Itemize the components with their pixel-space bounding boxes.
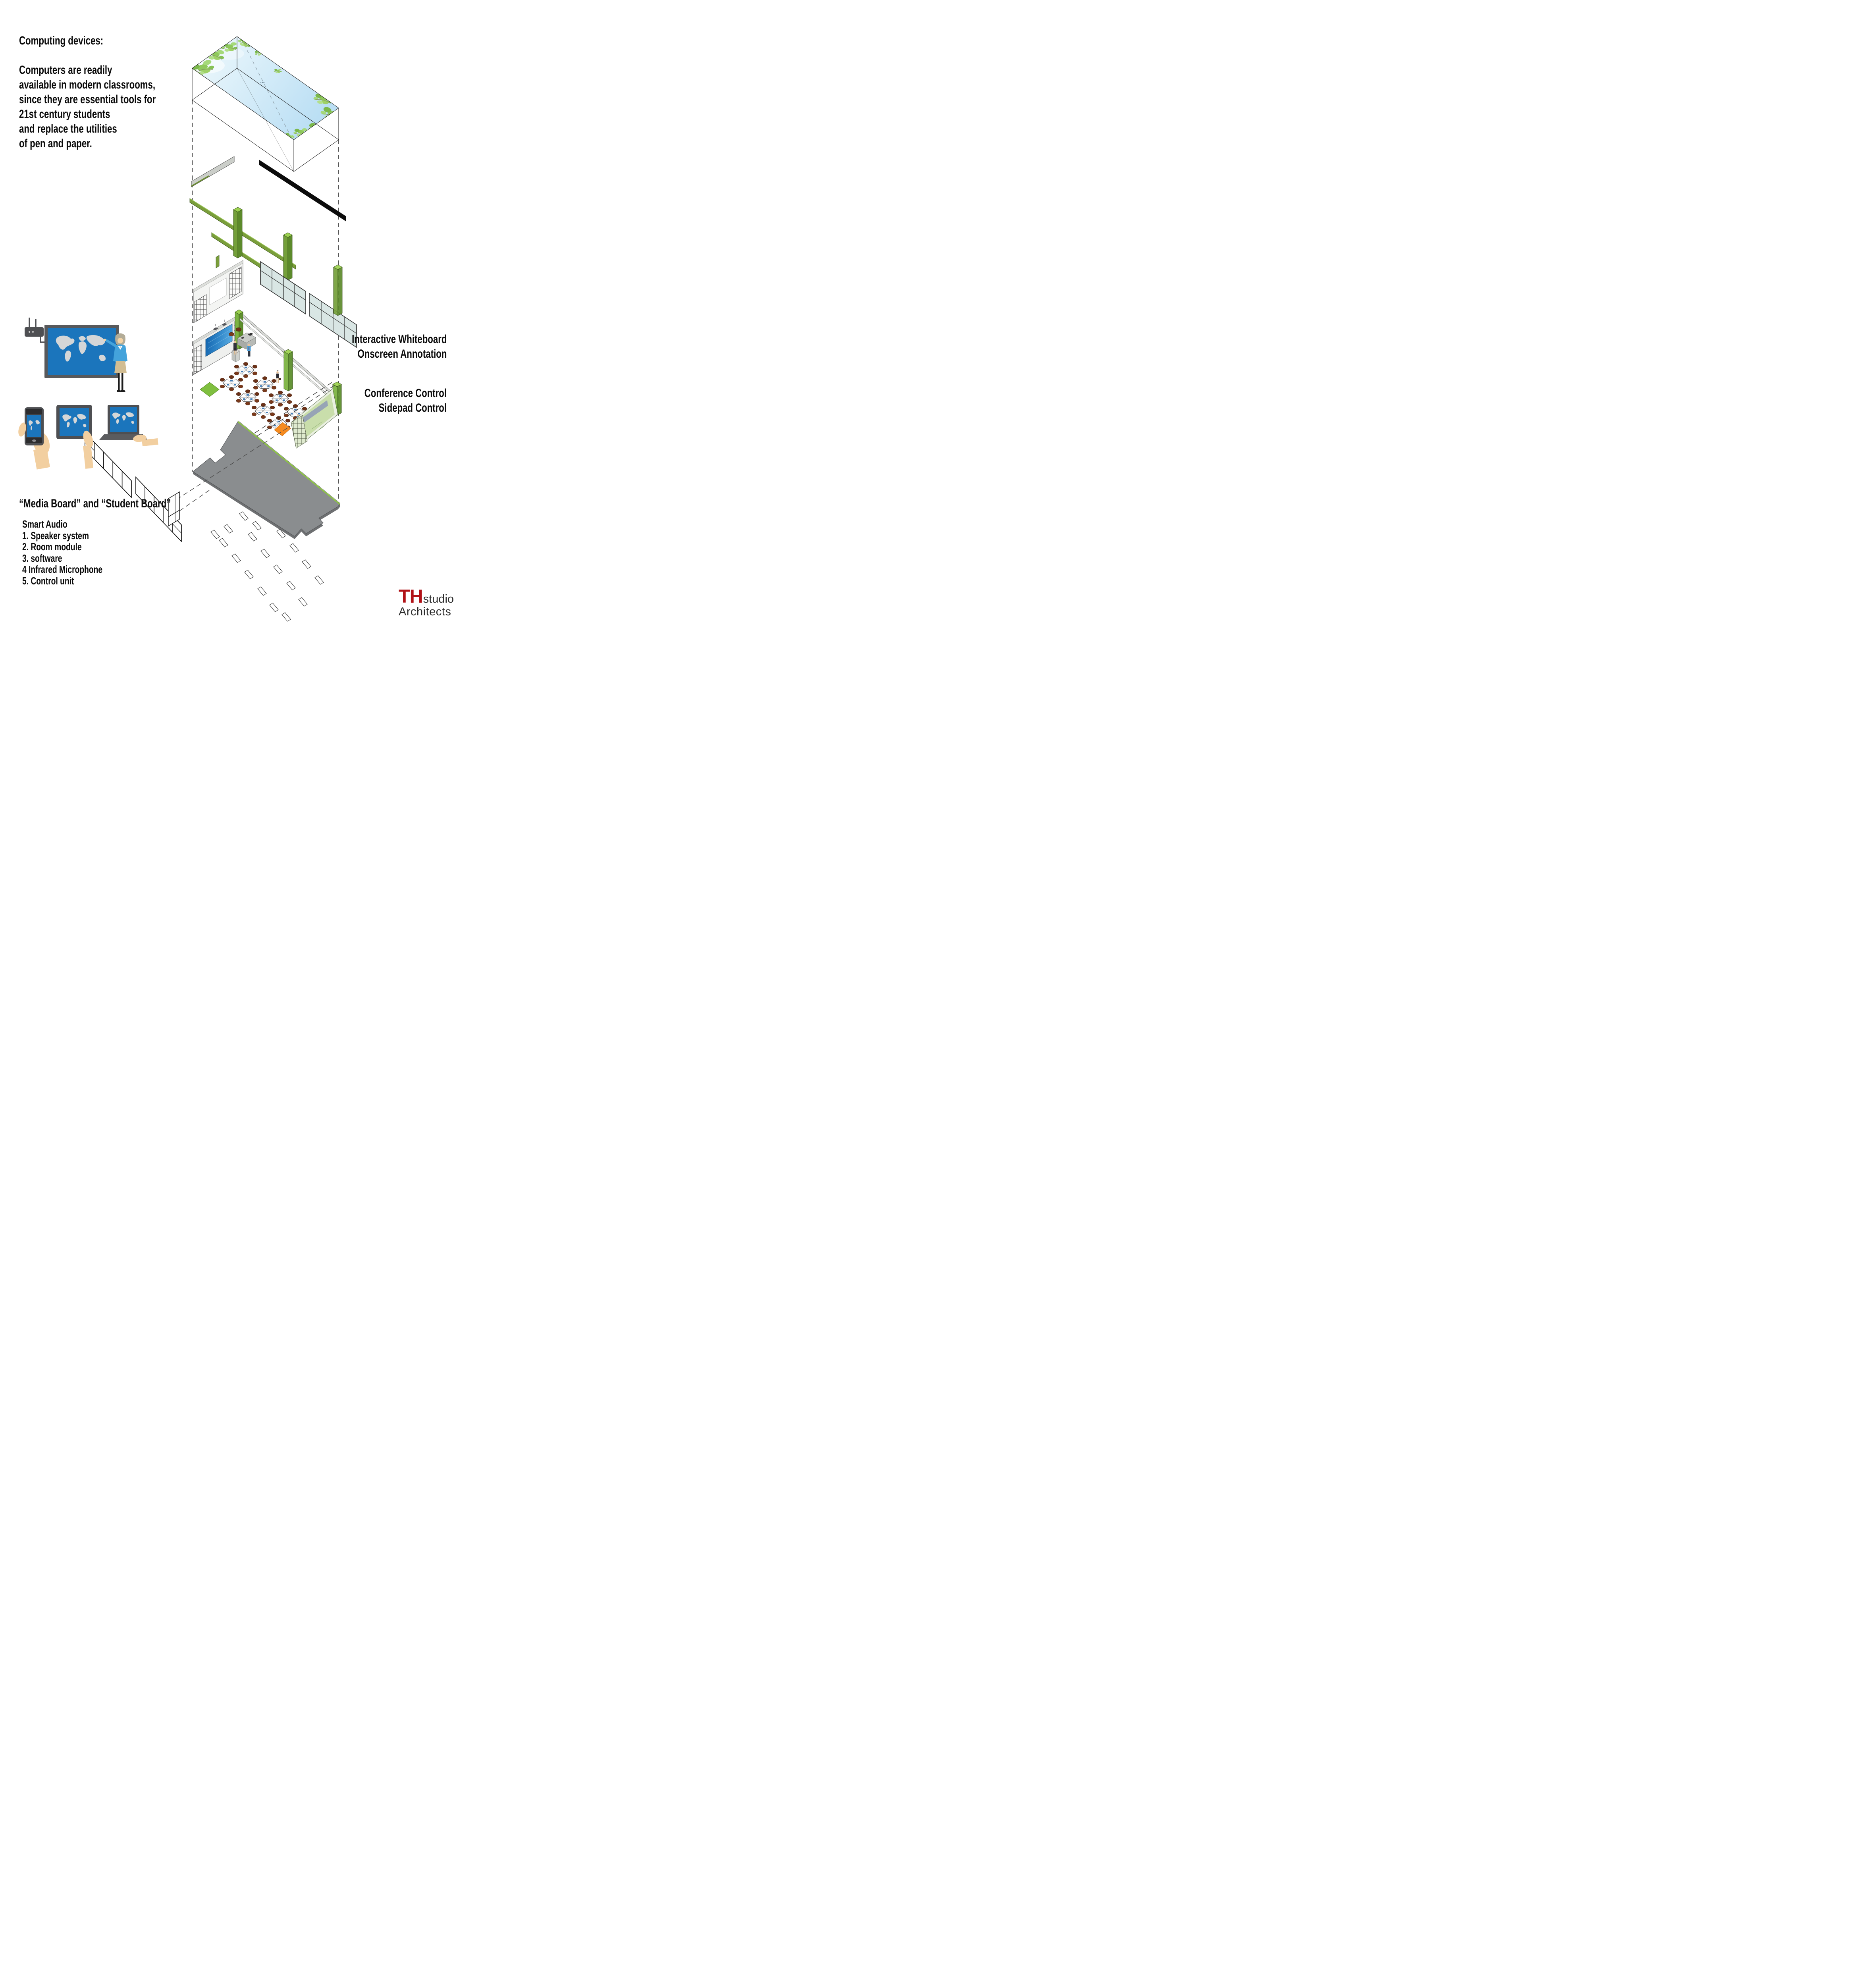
shelf-wall-exploded xyxy=(193,260,243,323)
smartphone-icon xyxy=(18,407,50,470)
floor-slab xyxy=(193,420,341,539)
bird-icon xyxy=(260,81,265,83)
logo-prefix: TH xyxy=(399,586,423,607)
smart-audio-item-3: 3. software xyxy=(22,552,62,564)
logo-architects: Architects xyxy=(399,605,451,618)
intro-text-block: Computing devices: Computers are readily… xyxy=(19,33,183,151)
classroom-tech-illustration xyxy=(18,318,158,470)
label-media-student-board: “Media Board” and “Student Board” xyxy=(19,497,171,510)
person-walking-female xyxy=(276,370,281,383)
smart-audio-item-5: 5. Control unit xyxy=(22,574,74,587)
window-strip-elevation xyxy=(85,432,182,543)
label-conference-control: Conference Control Sidepad Control xyxy=(364,387,447,414)
floor-edge-dashes xyxy=(254,382,336,436)
laptop-icon xyxy=(99,405,158,447)
smart-audio-list: Smart Audio 1. Speaker system 2. Room mo… xyxy=(22,518,102,586)
tablet-icon xyxy=(56,405,94,469)
smart-audio-title: Smart Audio xyxy=(22,518,67,530)
person-teacher-male xyxy=(247,343,251,357)
smart-audio-item-1: 1. Speaker system xyxy=(22,529,89,542)
small-window-frame xyxy=(168,491,180,527)
label-interactive-whiteboard: Interactive Whiteboard Onscreen Annotati… xyxy=(351,333,447,360)
exploded-axonometric-diagram xyxy=(18,36,357,622)
gray-wall-panel xyxy=(191,156,235,187)
smart-audio-item-2: 2. Room module xyxy=(22,541,82,553)
sidepad-control-wall xyxy=(291,388,338,449)
roof-skylight-box xyxy=(192,36,339,172)
wifi-router-icon xyxy=(25,318,47,343)
orange-entry-pad xyxy=(274,422,291,436)
floorplan-furniture-marks xyxy=(210,511,324,622)
intro-title: Computing devices: xyxy=(19,34,104,47)
poster-page: Computing devices: Computers are readily… xyxy=(0,0,469,625)
green-column-middle xyxy=(283,349,293,391)
world-map xyxy=(56,335,106,362)
intro-body: Computers are readily available in moder… xyxy=(19,64,156,150)
green-floor-pad xyxy=(200,382,220,397)
logo-studio: studio xyxy=(423,593,454,605)
person-presenter-female xyxy=(233,340,237,355)
smart-audio-item-4: 4 Infrared Microphone xyxy=(22,563,103,575)
dashed-connectors xyxy=(173,428,288,511)
black-acoustic-band xyxy=(259,160,346,222)
projector-icon xyxy=(213,320,227,330)
interactive-whiteboard-illustration xyxy=(44,325,119,378)
green-column-tall xyxy=(333,264,343,316)
teacher-figure xyxy=(104,333,127,392)
glazed-window-wall xyxy=(260,261,357,348)
